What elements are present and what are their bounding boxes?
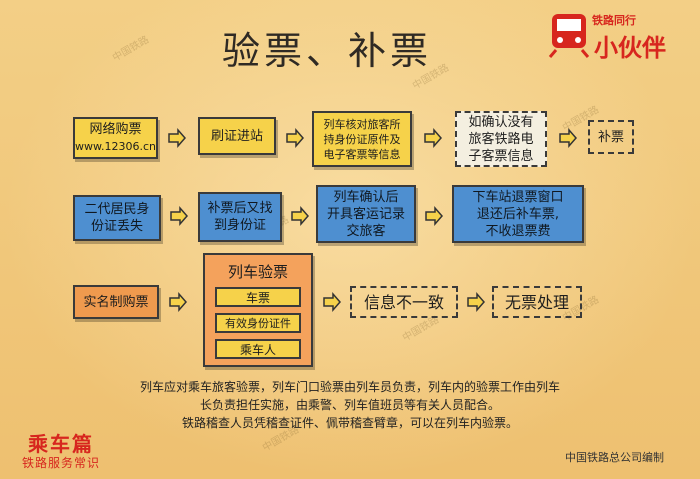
id-lost-box: 二代居民身 份证丢失 xyxy=(73,195,161,241)
id-found-line2: 到身份证 xyxy=(213,218,266,233)
refund-window-line2: 退还后补车票, xyxy=(476,206,560,222)
section-logo-title: 乘车篇 xyxy=(28,432,94,456)
arrow-right-icon xyxy=(424,206,444,226)
brand-logo-line2: 小伙伴 xyxy=(594,34,666,62)
id-lost-line2: 份证丢失 xyxy=(90,219,143,234)
train-verify-line2: 持身份证原件及 xyxy=(323,132,401,146)
no-ticket-info-box: 如确认没有 旅客铁路电 子客票信息 xyxy=(455,111,547,167)
info-mismatch-box: 信息不一致 xyxy=(350,286,458,318)
passenger-record-line1: 列车确认后 xyxy=(333,189,399,205)
no-ticket-info-line1: 如确认没有 xyxy=(468,114,534,130)
no-ticket-handling-box: 无票处理 xyxy=(492,286,582,318)
page-title: 验票、补票 xyxy=(222,29,433,73)
note-line-2: 长负责担任实施，由乘警、列车值班员等有关人员配合。 xyxy=(199,398,500,412)
refund-window-line3: 不收退票费 xyxy=(485,223,551,239)
section-logo: 乘车篇 铁路服务常识 xyxy=(14,428,144,472)
train-check-box: 列车验票 车票 有效身份证件 乘车人 xyxy=(203,253,313,367)
id-lost-line1: 二代居民身 xyxy=(84,202,150,217)
passenger-record-box: 列车确认后 开具客运记录 交旅客 xyxy=(316,185,416,243)
arrow-right-icon xyxy=(322,292,342,312)
refund-window-line1: 下车站退票窗口 xyxy=(472,189,564,205)
arrow-right-icon xyxy=(558,128,578,148)
online-booking-label: 网络购票 xyxy=(89,122,142,137)
train-icon xyxy=(548,14,590,58)
real-name-ticket-box: 实名制购票 xyxy=(73,285,159,319)
check-item-ticket: 车票 xyxy=(215,287,301,307)
arrow-right-icon xyxy=(169,206,189,226)
no-ticket-info-line2: 旅客铁路电 xyxy=(468,131,534,147)
train-check-title: 列车验票 xyxy=(227,263,288,281)
passenger-record-line2: 开具客运记录 xyxy=(326,206,405,222)
online-booking-url: www.12306.cn xyxy=(75,140,156,153)
swipe-id-entry-box: 刷证进站 xyxy=(198,117,276,155)
brand-logo: 铁路同行 小伙伴 xyxy=(548,8,688,66)
id-found-box: 补票后又找 到身份证 xyxy=(198,192,282,242)
brand-logo-line1: 铁路同行 xyxy=(592,14,636,27)
note-line-3: 铁路稽查人员凭稽查证件、佩带稽查臂章，可以在列车内验票。 xyxy=(181,416,518,430)
section-logo-subtitle: 铁路服务常识 xyxy=(22,456,101,470)
publisher: 中国铁路总公司编制 xyxy=(565,451,664,464)
arrow-right-icon xyxy=(167,128,187,148)
check-item-id: 有效身份证件 xyxy=(215,313,301,333)
no-ticket-info-line3: 子客票信息 xyxy=(468,148,534,164)
arrow-right-icon xyxy=(423,128,443,148)
train-verify-line3: 电子客票等信息 xyxy=(323,147,401,161)
supplementary-ticket-box: 补票 xyxy=(588,120,634,154)
refund-window-box: 下车站退票窗口 退还后补车票, 不收退票费 xyxy=(452,185,584,243)
arrow-right-icon xyxy=(466,292,486,312)
note-line-1: 列车应对乘车旅客验票，列车门口验票由列车员负责，列车内的验票工作由列车 xyxy=(139,380,560,394)
arrow-right-icon xyxy=(285,128,305,148)
train-verify-line1: 列车核对旅客所 xyxy=(323,117,401,131)
check-item-passenger: 乘车人 xyxy=(215,339,301,359)
arrow-right-icon xyxy=(168,292,188,312)
train-verify-box: 列车核对旅客所 持身份证原件及 电子客票等信息 xyxy=(312,111,412,167)
arrow-right-icon xyxy=(290,206,310,226)
passenger-record-line3: 交旅客 xyxy=(346,223,386,239)
online-booking-box: 网络购票 www.12306.cn xyxy=(73,117,158,159)
id-found-line1: 补票后又找 xyxy=(207,201,273,216)
